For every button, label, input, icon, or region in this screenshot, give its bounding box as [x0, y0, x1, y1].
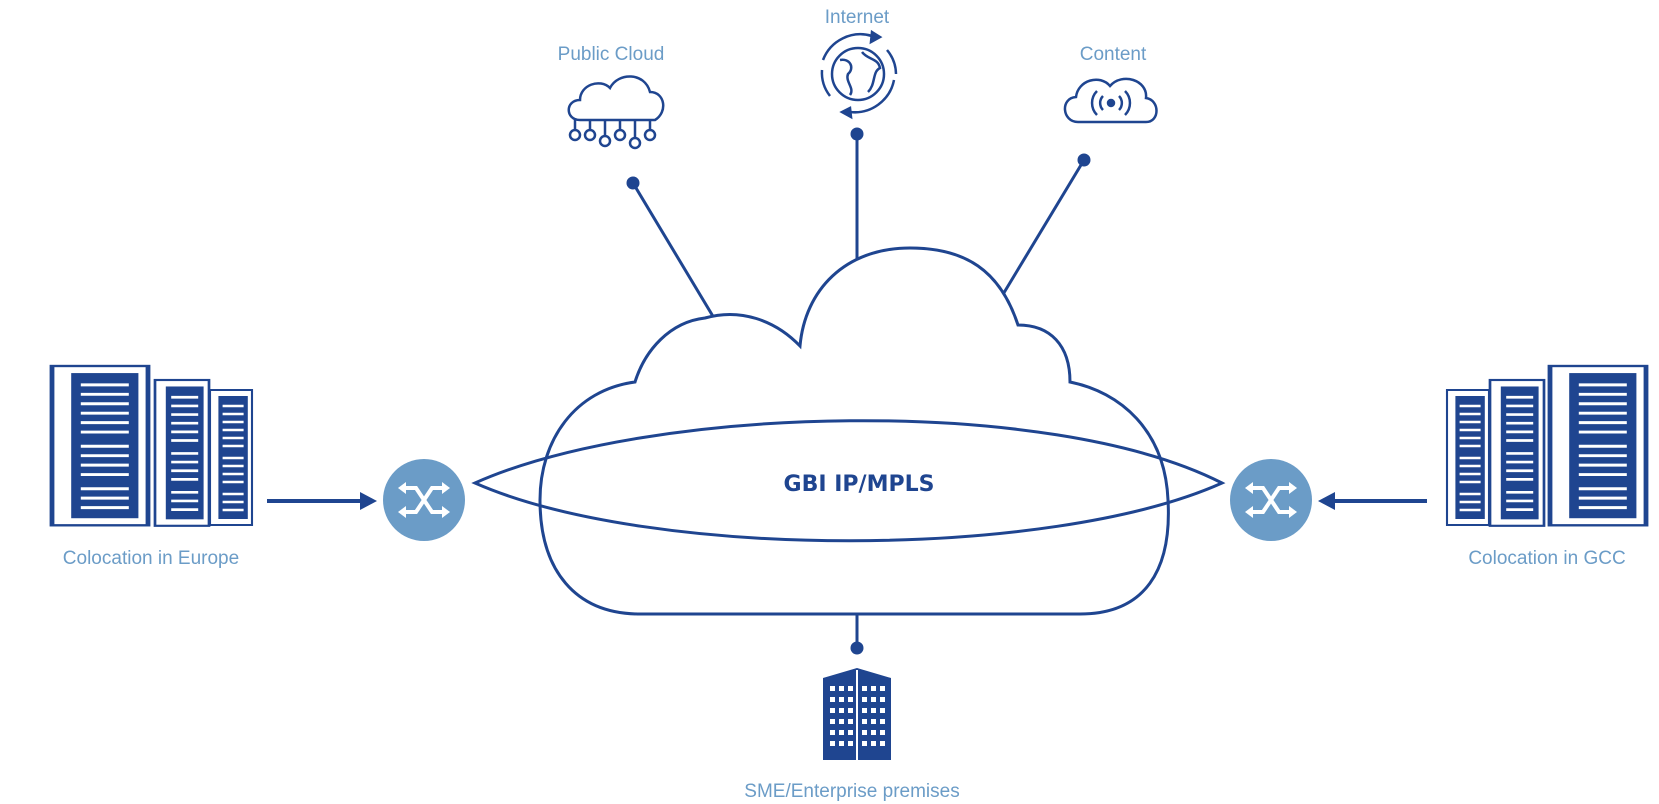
content-label: Content: [1080, 44, 1147, 65]
sme-enterprise-label: SME/Enterprise premises: [744, 781, 959, 802]
router-icon-left: [381, 457, 467, 543]
cloud-network-icon: [567, 75, 665, 150]
core-network-label: GBI IP/MPLS: [784, 472, 935, 497]
colocation-europe-label: Colocation in Europe: [63, 548, 239, 569]
globe-icon: [820, 29, 898, 120]
mpls-tunnel: [471, 419, 1226, 543]
server-rack-icon-europe: [52, 366, 254, 526]
arrow-europe-to-router: [267, 492, 377, 510]
cloud-broadcast-icon: [1063, 77, 1158, 124]
router-icon-right: [1228, 457, 1314, 543]
link-content: [1000, 159, 1086, 297]
internet-label: Internet: [825, 7, 890, 28]
server-rack-icon-gcc: [1445, 366, 1646, 526]
arrow-gcc-to-router: [1318, 492, 1427, 510]
link-public-cloud: [631, 182, 716, 319]
colocation-gcc-label: Colocation in GCC: [1468, 548, 1625, 569]
core-network-cloud: [538, 246, 1170, 616]
office-building-icon: [823, 668, 891, 760]
public-cloud-label: Public Cloud: [558, 44, 665, 65]
